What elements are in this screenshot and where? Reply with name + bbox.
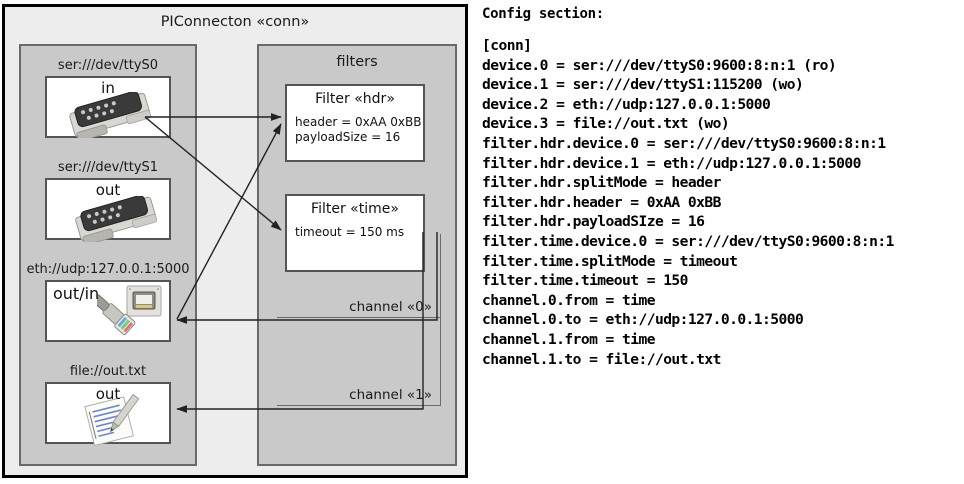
filter-title: Filter «hdr» — [315, 91, 395, 107]
device-file[interactable]: file://out.txt out — [21, 364, 195, 446]
device-direction: out — [95, 385, 121, 403]
serial-port-icon — [69, 92, 152, 138]
device-box[interactable]: out — [45, 178, 171, 242]
filter-hdr[interactable]: Filter «hdr» header = 0xAA 0xBB payloadS… — [285, 84, 425, 162]
wire-channel1-to-file — [176, 232, 424, 413]
channel-0-region[interactable]: channel «0» — [277, 234, 441, 318]
device-label: file://out.txt — [69, 364, 147, 379]
device-direction: out/in — [53, 284, 100, 303]
channel-label: channel «0» — [349, 299, 432, 315]
wire-ttyS0-to-time — [144, 116, 282, 231]
config-text: [conn] device.0 = ser:///dev/ttyS0:9600:… — [482, 37, 894, 368]
device-label: eth://udp:127.0.0.1:5000 — [26, 262, 190, 277]
device-box[interactable]: out/in — [45, 280, 171, 342]
devices-panel: ser:///dev/ttyS0 in — [19, 44, 197, 466]
diagram-title: PIConnecton «conn» — [160, 14, 310, 30]
device-label: ser:///dev/ttyS1 — [57, 160, 159, 175]
device-ttyS0[interactable]: ser:///dev/ttyS0 in — [21, 58, 195, 138]
device-direction: in — [101, 79, 115, 97]
config-heading: Config section: — [482, 6, 604, 22]
device-eth[interactable]: eth://udp:127.0.0.1:5000 out/in — [21, 262, 195, 342]
filter-property: payloadSize = 16 — [295, 130, 401, 144]
config-section: Config section: [conn] device.0 = ser://… — [482, 6, 960, 369]
filter-title: Filter «time» — [311, 201, 399, 217]
channel-1-region[interactable]: channel «1» — [277, 318, 441, 406]
filter-property: header = 0xAA 0xBB — [295, 115, 422, 129]
connector-diagram: PIConnecton «conn» ser:///dev/ttyS0 in — [2, 4, 468, 478]
wire-eth-to-hdr — [176, 123, 282, 320]
ethernet-jack-icon — [97, 285, 162, 336]
serial-port-icon — [75, 196, 158, 242]
channel-label: channel «1» — [349, 387, 432, 403]
filters-title: filters — [336, 54, 378, 70]
filter-time[interactable]: Filter «time» timeout = 150 ms — [285, 194, 425, 272]
filter-property: timeout = 150 ms — [295, 225, 405, 239]
device-box[interactable]: in — [45, 76, 171, 138]
device-label: ser:///dev/ttyS0 — [57, 58, 159, 73]
device-direction: out — [95, 181, 121, 199]
device-box[interactable]: out — [45, 382, 171, 446]
connection-wires — [144, 113, 438, 413]
text-file-icon — [84, 394, 140, 446]
device-ttyS1[interactable]: ser:///dev/ttyS1 out — [21, 160, 195, 242]
wire-channel0-to-eth — [176, 232, 438, 324]
